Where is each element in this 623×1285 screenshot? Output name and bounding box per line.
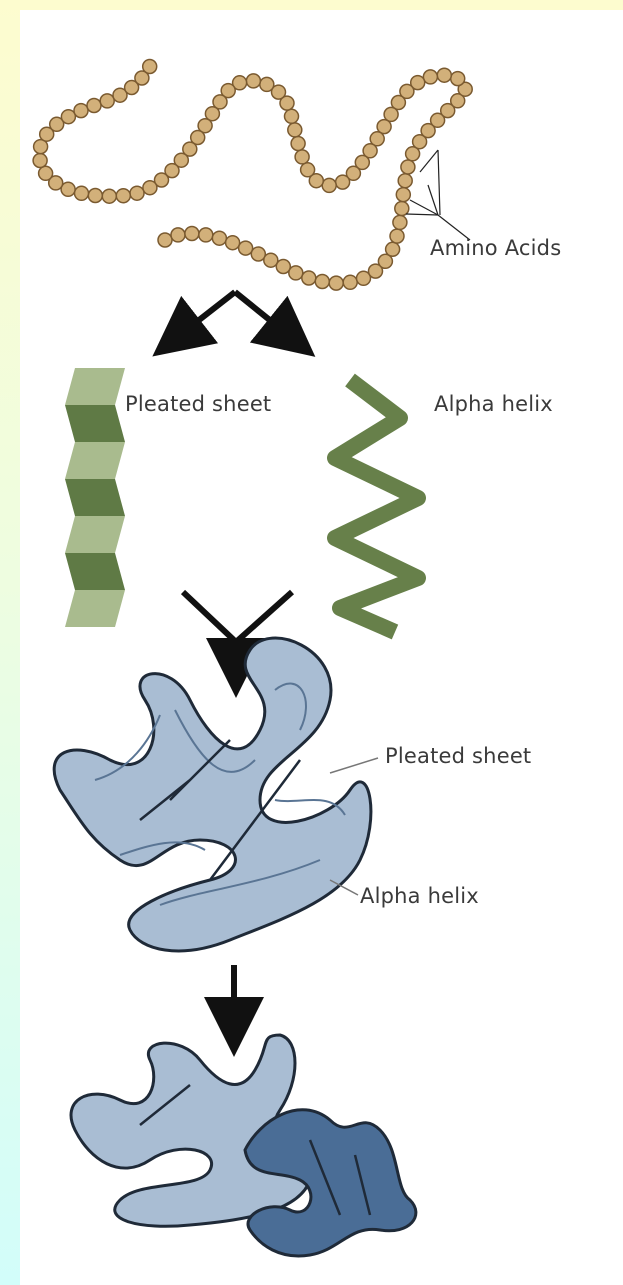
amino-acid-bead	[143, 181, 157, 195]
amino-acid-bead	[329, 276, 343, 290]
amino-acid-bead	[336, 175, 350, 189]
amino-acid-bead	[88, 189, 102, 203]
amino-acid-bead	[143, 60, 157, 74]
amino-acid-pointer-lines	[406, 150, 470, 240]
amino-acid-bead	[171, 228, 185, 242]
alpha-helix-shape	[335, 380, 418, 632]
amino-acid-bead	[212, 231, 226, 245]
amino-acid-bead	[75, 186, 89, 200]
amino-acid-bead	[396, 188, 410, 202]
amino-acid-bead	[185, 227, 199, 241]
amino-acid-bead	[401, 160, 415, 174]
amino-acid-chain	[33, 60, 472, 291]
amino-acid-bead	[288, 123, 302, 137]
amino-acid-bead	[437, 68, 451, 82]
amino-acid-bead	[315, 275, 329, 289]
amino-acid-bead	[116, 189, 130, 203]
amino-acids-label: Amino Acids	[430, 236, 561, 260]
amino-acid-bead	[130, 186, 144, 200]
amino-acid-bead	[423, 70, 437, 84]
amino-acid-bead	[102, 189, 116, 203]
amino-acid-bead	[226, 236, 240, 250]
amino-acid-bead	[322, 178, 336, 192]
amino-acid-bead	[451, 72, 465, 86]
amino-acid-bead	[260, 77, 274, 91]
amino-acid-bead	[289, 266, 303, 280]
amino-acid-bead	[291, 137, 305, 151]
amino-acid-bead	[39, 166, 53, 180]
amino-acid-beads	[33, 60, 472, 291]
tertiary-pleated-sheet-label: Pleated sheet	[385, 744, 531, 768]
tertiary-alpha-helix-label: Alpha helix	[360, 884, 479, 908]
amino-acid-bead	[100, 94, 114, 108]
amino-acid-bead	[393, 215, 407, 229]
amino-acid-bead	[158, 233, 172, 247]
amino-acid-bead	[239, 241, 253, 255]
amino-acid-bead	[61, 110, 75, 124]
alpha-helix-label: Alpha helix	[434, 392, 553, 416]
amino-acid-bead	[295, 150, 309, 164]
pleated-sheet-label: Pleated sheet	[125, 392, 271, 416]
amino-acid-bead	[301, 163, 315, 177]
amino-acid-bead	[199, 228, 213, 242]
quaternary-structure	[71, 1035, 416, 1256]
amino-acid-bead	[398, 174, 412, 188]
split-arrow-icon	[176, 292, 292, 338]
amino-acid-bead	[390, 229, 404, 243]
amino-acid-bead	[87, 99, 101, 113]
amino-acid-bead	[386, 242, 400, 256]
amino-acid-bead	[395, 202, 409, 216]
amino-acid-bead	[246, 74, 260, 88]
amino-acid-bead	[343, 275, 357, 289]
tertiary-structure	[54, 638, 378, 951]
amino-acid-bead	[302, 271, 316, 285]
pleated-sheet-shape	[65, 368, 125, 627]
amino-acid-bead	[33, 154, 47, 168]
amino-acid-bead	[285, 109, 299, 123]
amino-acid-bead	[74, 104, 88, 118]
